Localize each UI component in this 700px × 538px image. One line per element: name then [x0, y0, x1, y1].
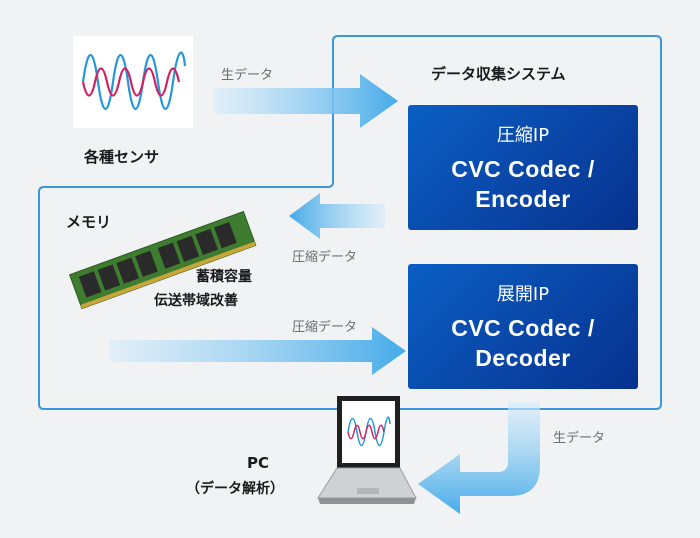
- compressed-in-label: 圧縮データ: [292, 320, 358, 335]
- raw-out-label: 生データ: [553, 431, 606, 446]
- encoder-codec-line1: CVC Codec /: [451, 156, 595, 182]
- memory-note-line1: 蓄積容量: [196, 269, 252, 285]
- sensor-label: 各種センサ: [84, 148, 160, 166]
- decoder-box: 展開IP CVC Codec / Decoder: [408, 264, 638, 389]
- arrow-compressed-in: [110, 327, 406, 375]
- sensor-wave-icon: [81, 51, 187, 110]
- memory-note-line2: 伝送帯域改善: [154, 293, 238, 309]
- pc-label-line2: （データ解析）: [186, 481, 284, 497]
- encoder-codec-line2: Encoder: [475, 186, 571, 212]
- compressed-out-label: 圧縮データ: [292, 250, 358, 265]
- sensor-card: [73, 36, 193, 128]
- arrow-raw-out: [418, 402, 540, 514]
- encoder-box: 圧縮IP CVC Codec / Encoder: [408, 105, 638, 230]
- raw-in-label: 生データ: [221, 68, 274, 83]
- pc-label-line1: PC: [247, 454, 270, 472]
- system-title: データ収集システム: [431, 65, 566, 83]
- memory-module-icon: [68, 210, 257, 310]
- decoder-codec-line1: CVC Codec /: [451, 315, 595, 341]
- decoder-name: 展開IP: [496, 284, 550, 305]
- arrow-raw-in: [214, 74, 398, 128]
- decoder-codec-line2: Decoder: [475, 345, 571, 371]
- encoder-name: 圧縮IP: [496, 125, 550, 146]
- arrow-compressed-out: [289, 193, 385, 239]
- memory-title: メモリ: [66, 213, 112, 231]
- laptop-icon: [317, 396, 417, 504]
